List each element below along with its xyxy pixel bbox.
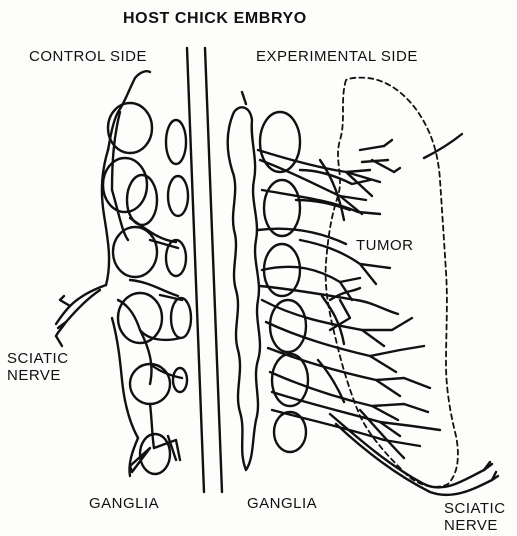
midline-divider (187, 48, 222, 492)
control-ganglion (103, 158, 147, 212)
sciatic-nerve-right-label: SCIATIC NERVE (444, 500, 506, 534)
experimental-side-structures (228, 92, 498, 495)
control-ganglion (118, 293, 162, 343)
control-side-label: CONTROL SIDE (29, 48, 147, 65)
figure-title: HOST CHICK EMBRYO (123, 10, 307, 27)
ganglia-right-label: GANGLIA (247, 495, 317, 512)
ganglia-left-label: GANGLIA (89, 495, 159, 512)
experimental-side-label: EXPERIMENTAL SIDE (256, 48, 418, 65)
sciatic-nerve-left-label: SCIATIC NERVE (7, 350, 69, 384)
control-ganglion-small (173, 368, 187, 392)
control-side-structures (56, 71, 191, 476)
control-ganglion (113, 227, 157, 277)
control-ganglion-small (171, 298, 191, 338)
control-ganglion-small (168, 176, 188, 216)
tumor-label: TUMOR (356, 237, 414, 254)
control-ganglion-small (166, 120, 186, 164)
